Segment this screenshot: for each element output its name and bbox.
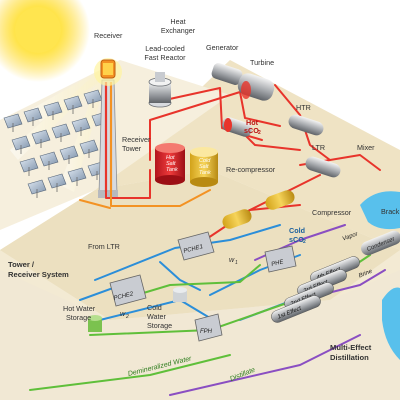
label-w1-sub: 1 xyxy=(235,260,238,266)
label-receiver: Receiver xyxy=(94,31,123,40)
label-cold-salt-3: Tank xyxy=(199,170,211,176)
label-mixer: Mixer xyxy=(357,143,375,152)
label-hot-sco2-sub: 2 xyxy=(258,130,261,136)
label-hot-salt-3: Tank xyxy=(166,167,178,173)
label-cold-sco2-2: sCO xyxy=(289,235,304,244)
label-hot-sco2-2: sCO xyxy=(244,126,259,135)
label-med-2: Distillation xyxy=(330,353,369,362)
label-tower-system-2: Receiver System xyxy=(8,270,69,279)
label-cold-water-1: Cold xyxy=(147,303,162,312)
label-receiver-tower-2: Tower xyxy=(122,144,142,153)
label-reactor-1: Lead-cooled xyxy=(145,44,185,53)
label-hot-water-2: Storage xyxy=(66,313,91,322)
label-htr: HTR xyxy=(296,103,311,112)
label-cold-water-3: Storage xyxy=(147,321,172,330)
label-heat-exchanger-1: Heat xyxy=(170,17,185,26)
label-from-ltr: From LTR xyxy=(88,242,120,251)
label-brackish: Brack xyxy=(381,207,400,216)
label-tower-system-1: Tower / xyxy=(8,260,35,269)
label-heat-exchanger-2: Exchanger xyxy=(161,26,196,35)
label-recompressor: Re-compressor xyxy=(226,165,276,174)
label-reactor-2: Fast Reactor xyxy=(144,53,186,62)
label-turbine: Turbine xyxy=(250,58,274,67)
label-cold-sco2-sub: 2 xyxy=(303,239,306,245)
label-generator: Generator xyxy=(206,43,239,52)
label-hot-water-1: Hot Water xyxy=(63,304,96,313)
label-cold-sco2-1: Cold xyxy=(289,226,305,235)
label-med-1: Multi-Effect xyxy=(330,343,372,352)
label-fph: FPH xyxy=(200,329,213,335)
label-cold-water-2: Water xyxy=(147,312,167,321)
label-ltr: LTR xyxy=(312,143,325,152)
label-receiver-tower-1: Receiver xyxy=(122,135,151,144)
label-compressor: Compressor xyxy=(312,208,352,217)
sun xyxy=(0,0,90,82)
label-w2-sub: 2 xyxy=(125,314,129,320)
